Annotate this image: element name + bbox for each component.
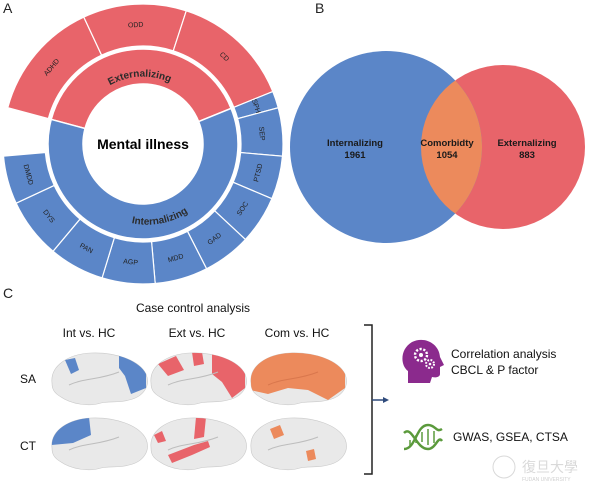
arrow-head	[383, 397, 389, 403]
center-label: Mental illness	[97, 136, 189, 152]
brain-sa-com	[250, 352, 347, 406]
outer-segment-label: AGP	[123, 258, 139, 267]
column-com-vs-hc: Com vs. HC	[265, 326, 330, 340]
brain-ct-com	[250, 417, 347, 471]
venn-circle-internalizing	[290, 51, 482, 243]
analysis-correlation: Correlation analysis	[451, 347, 556, 361]
sunburst-center	[83, 84, 203, 204]
venn-label-internalizing: Internalizing	[327, 138, 383, 149]
sunburst-chart: Mental illness Externalizing Internalizi…	[2, 3, 284, 285]
brain-sa-ext	[150, 352, 247, 406]
column-int-vs-hc: Int vs. HC	[63, 326, 116, 340]
panel-label-c: C	[3, 285, 13, 301]
head-gears-icon	[402, 339, 444, 383]
outer-segment-label: ODD	[128, 22, 144, 30]
analysis-cbcl: CBCL & P factor	[451, 363, 538, 377]
outer-segment-dmdd	[2, 151, 55, 204]
venn-count-internalizing: 1961	[344, 150, 366, 161]
venn-count-comorbidity: 1054	[436, 150, 458, 161]
outer-ring	[2, 3, 284, 285]
venn-diagram: Internalizing 1961 Comorbidty 1054 Exter…	[290, 51, 585, 243]
brain-ct-ext	[150, 417, 247, 471]
panel-c: Case control analysis Int vs. HC Ext vs.…	[20, 301, 578, 483]
row-sa: SA	[20, 372, 36, 386]
bracket	[364, 324, 373, 475]
row-ct: CT	[20, 439, 37, 453]
dna-icon	[403, 423, 444, 451]
brain-ct-int	[51, 417, 148, 471]
outer-segment-odd	[83, 3, 188, 56]
venn-label-comorbidity: Comorbidty	[420, 138, 474, 149]
column-ext-vs-hc: Ext vs. HC	[169, 326, 226, 340]
outer-segment-label: SEP	[257, 126, 265, 141]
venn-count-externalizing: 883	[519, 150, 535, 161]
outer-segment-label: MDD	[167, 253, 184, 264]
panel-label-b: B	[315, 0, 324, 16]
outer-segment-label: SPH	[250, 98, 261, 114]
case-control-title: Case control analysis	[136, 301, 250, 315]
outer-segment-label: PTSD	[253, 163, 264, 183]
venn-label-externalizing: Externalizing	[497, 138, 556, 149]
panel-label-a: A	[3, 0, 13, 16]
brain-sa-int	[51, 352, 148, 406]
watermark-subtext: FUDAN UNIVERSITY	[522, 477, 571, 483]
watermark-text: 復旦大學	[522, 459, 578, 476]
university-seal	[492, 455, 516, 479]
analysis-gwas: GWAS, GSEA, CTSA	[453, 430, 568, 444]
